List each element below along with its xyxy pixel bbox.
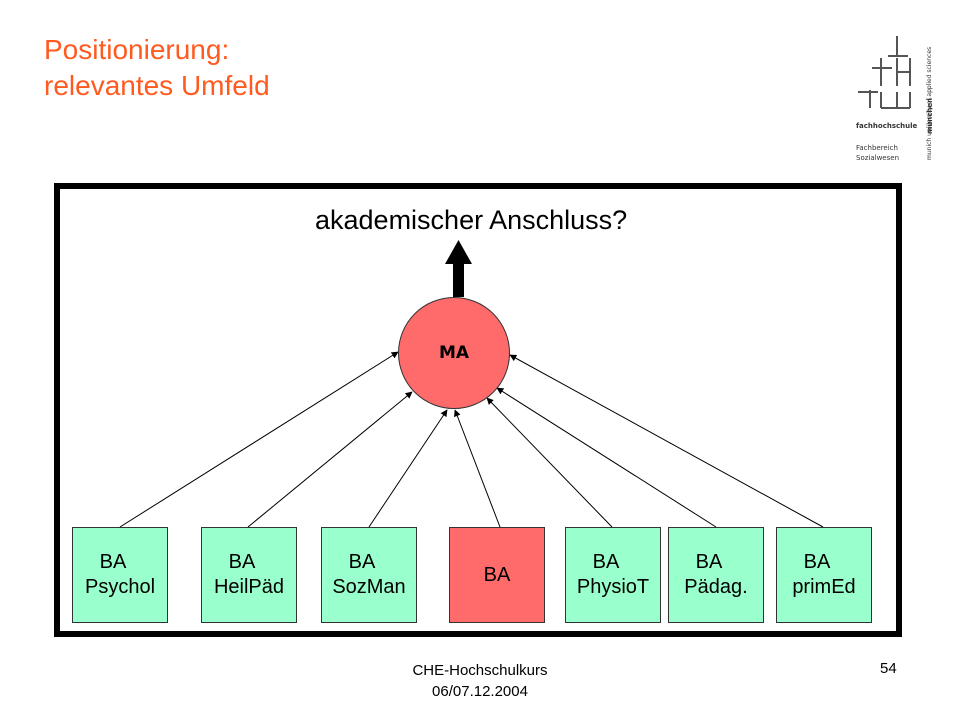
box-heilpaed: BA HeilPäd xyxy=(201,527,297,623)
logo-name: fachhochschule xyxy=(856,122,918,130)
box-label-1: BA xyxy=(348,551,376,573)
university-logo: fachhochschule Fachbereich Sozialwesen m… xyxy=(850,8,960,168)
box-label-2: Pädag. xyxy=(684,576,748,598)
box-ba: BA xyxy=(449,527,545,623)
box-label-2: Psychol xyxy=(84,576,156,598)
title-line-1: Positionierung: xyxy=(44,34,230,65)
arrow-sozman xyxy=(368,409,448,528)
footer: CHE-Hochschulkurs 06/07.12.2004 xyxy=(0,660,960,702)
arrow-ba xyxy=(453,409,501,528)
page-number: 54 xyxy=(880,660,897,677)
box-primed: BA primEd xyxy=(776,527,872,623)
ma-node-label: MA xyxy=(438,343,470,363)
ma-node: MA xyxy=(398,297,510,409)
logo-grid-icon xyxy=(858,36,911,109)
slide-title: Positionierung: relevantes Umfeld xyxy=(44,32,270,104)
up-arrow-icon xyxy=(445,240,472,297)
box-label-1: BA xyxy=(592,551,620,573)
box-label-2: primEd xyxy=(792,576,856,598)
box-sozman: BA SozMan xyxy=(321,527,417,623)
arrow-primed xyxy=(509,354,824,528)
arrow-physiot xyxy=(486,397,613,528)
box-label-1: BA xyxy=(99,551,127,573)
box-label-1: BA xyxy=(803,551,831,573)
box-label-2: HeilPäd xyxy=(213,576,285,598)
box-label-1: BA xyxy=(228,551,256,573)
box-label-1: BA xyxy=(483,563,511,586)
logo-department-line-2: Sozialwesen xyxy=(856,154,900,162)
box-physiot: BA PhysioT xyxy=(565,527,661,623)
box-label-2: SozMan xyxy=(332,576,406,598)
title-line-2: relevantes Umfeld xyxy=(44,70,270,101)
arrow-psychol xyxy=(119,351,399,528)
logo-department-line-1: Fachbereich xyxy=(856,144,898,152)
question-label: akademischer Anschluss? xyxy=(315,205,628,235)
box-paedag: BA Pädag. xyxy=(668,527,764,623)
box-psychol: BA Psychol xyxy=(72,527,168,623)
box-label-2: PhysioT xyxy=(576,576,650,598)
footer-line-1: CHE-Hochschulkurs xyxy=(412,662,548,679)
arrow-paedag xyxy=(496,387,717,528)
box-label-1: BA xyxy=(695,551,723,573)
footer-line-2: 06/07.12.2004 xyxy=(432,683,528,700)
arrow-heilpaed xyxy=(247,391,413,528)
